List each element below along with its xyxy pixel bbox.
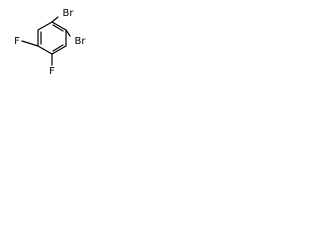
- ring-double-bond-c3-c4: [52, 44, 64, 52]
- benzene-ring: [37, 21, 67, 55]
- chemical-structure-diagram: Br Br F F: [14, 8, 87, 77]
- atom-label-f-left: F: [14, 36, 20, 47]
- bond-to-br-right: [65, 29, 71, 37]
- bond-to-br-top: [51, 16, 59, 23]
- atom-label-br-right: Br: [75, 36, 87, 47]
- substituent-bonds: [21, 16, 71, 66]
- ring-double-bond-c1-c2: [52, 24, 64, 32]
- bond-to-f-left: [21, 40, 39, 47]
- ring-bond-c4-c5: [37, 45, 53, 55]
- atom-label-f-bottom: F: [49, 66, 55, 77]
- atom-label-br-top: Br: [63, 8, 75, 19]
- ring-bond-c6-c1: [37, 21, 53, 31]
- ring-bond-c3-c4: [51, 45, 67, 55]
- ring-bond-c1-c2: [51, 21, 67, 31]
